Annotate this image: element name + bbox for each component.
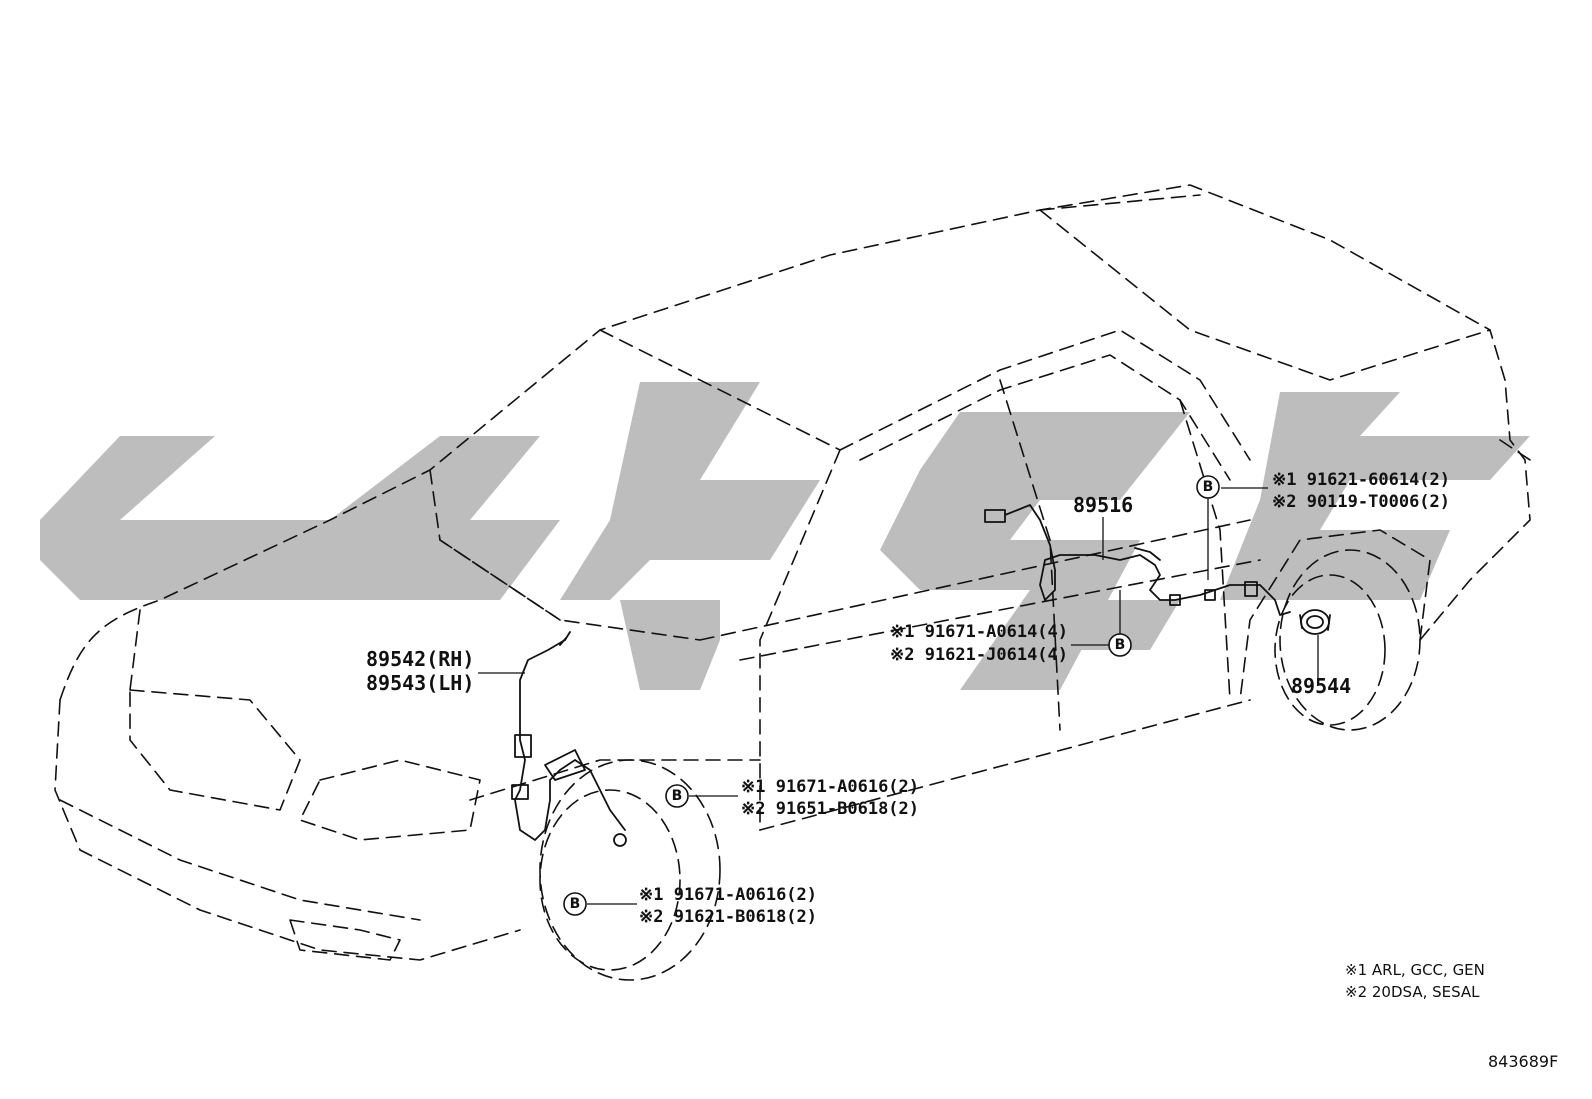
leader-lines [478, 487, 1319, 905]
callout-rear-upper: B ※1 91621-60614(2) ※2 90119-T0006(2) [1196, 470, 1450, 512]
watermark-logo [40, 382, 1530, 690]
callout-rear-upper-line2: ※2 90119-T0006(2) [1272, 492, 1450, 512]
rotor-part [1299, 609, 1331, 635]
callout-front-lower-line1: ※1 91671-A0616(2) [639, 885, 817, 905]
figure-id: 843689F [1488, 1052, 1558, 1071]
bolt-marker-b: B [1115, 637, 1126, 653]
legend-note-2: ※2 20DSA, SESAL [1345, 983, 1480, 1001]
callout-front-upper: B ※1 91671-A0616(2) ※2 91651-B0618(2) [665, 777, 919, 819]
callout-front-lower: B ※1 91671-A0616(2) ※2 91621-B0618(2) [563, 885, 817, 927]
rear-wheel [1274, 549, 1421, 731]
callout-rear-lower: B ※1 91671-A0614(4) ※2 91621-J0614(4) [890, 622, 1132, 665]
bolt-marker-b: B [1203, 479, 1214, 495]
car-outline [54, 184, 1531, 961]
part-labels: 89542(RH) 89543(LH) 89516 89544 [366, 493, 1351, 698]
bolt-marker-b: B [672, 788, 683, 804]
callout-rear-lower-line2: ※2 91621-J0614(4) [890, 645, 1068, 665]
legend-notes: ※1 ARL, GCC, GEN ※2 20DSA, SESAL [1345, 961, 1485, 1001]
front-wheel [539, 759, 721, 981]
callout-front-upper-line1: ※1 91671-A0616(2) [741, 777, 919, 797]
callout-rear-lower-line1: ※1 91671-A0614(4) [890, 622, 1068, 642]
callout-front-upper-line2: ※2 91651-B0618(2) [741, 799, 919, 819]
bolt-marker-b: B [570, 896, 581, 912]
callout-front-lower-line2: ※2 91621-B0618(2) [639, 907, 817, 927]
front-sensor-lh-label: 89543(LH) [366, 671, 474, 695]
rotor-label: 89544 [1291, 674, 1351, 698]
legend-note-1: ※1 ARL, GCC, GEN [1345, 961, 1485, 979]
callout-rear-upper-line1: ※1 91621-60614(2) [1272, 470, 1450, 490]
rear-sensor-label: 89516 [1073, 493, 1133, 517]
front-sensor-rh-label: 89542(RH) [366, 647, 474, 671]
front-speed-sensor [511, 631, 627, 847]
rear-speed-sensor [984, 504, 1291, 616]
